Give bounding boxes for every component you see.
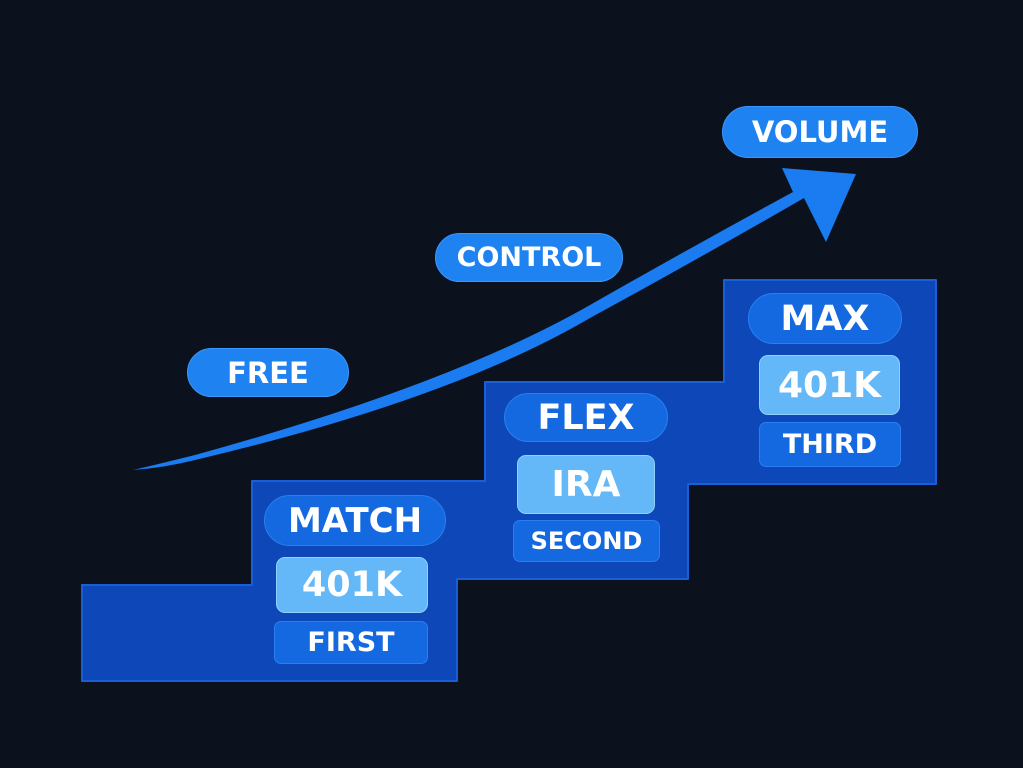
step-1-account: 401K xyxy=(276,557,428,613)
volume-label: VOLUME xyxy=(722,106,918,158)
step-1-order: FIRST xyxy=(274,621,428,664)
step-2-heading: FLEX xyxy=(504,393,668,442)
control-label: CONTROL xyxy=(435,233,623,282)
step-3-heading: MAX xyxy=(748,293,902,344)
step-3-account: 401K xyxy=(759,355,900,415)
step-3-order: THIRD xyxy=(759,422,901,467)
free-label: FREE xyxy=(187,348,349,397)
growth-arrow xyxy=(133,168,856,470)
step-2-order: SECOND xyxy=(513,520,660,562)
step-2-account: IRA xyxy=(517,455,655,514)
step-1-heading: MATCH xyxy=(264,495,446,546)
